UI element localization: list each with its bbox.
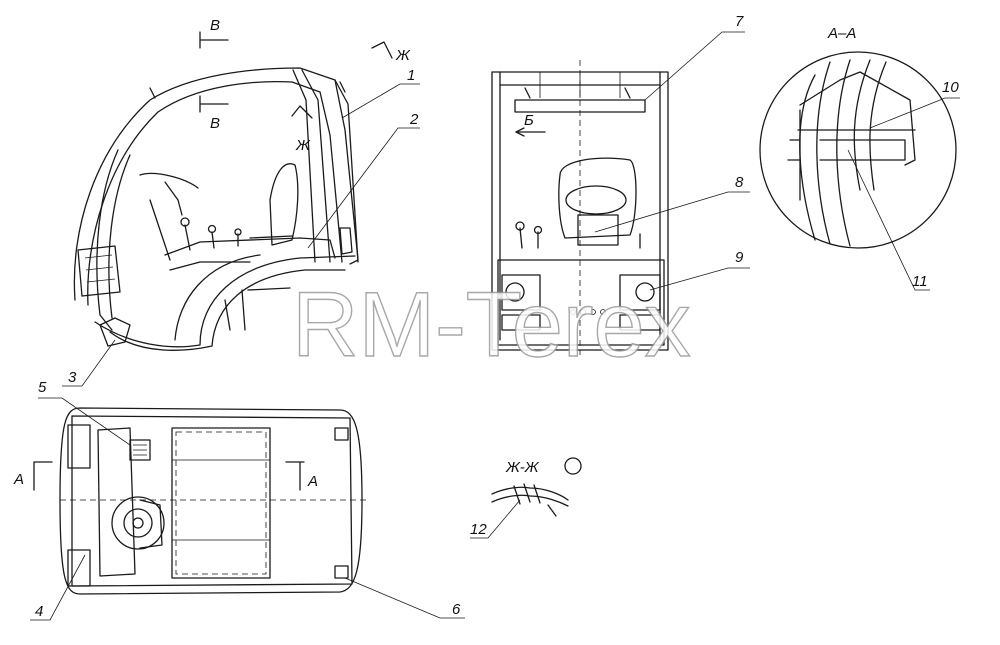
callout-4: 4: [35, 603, 43, 620]
section-mark-zh-left: Ж: [295, 137, 311, 154]
section-mark-a-right: A: [307, 473, 318, 490]
callout-9: 9: [735, 249, 744, 266]
cab-isometric-view: [73, 31, 393, 351]
callout-labels: 1 2 3 4 5 6 7 8 9 10 11 12: [35, 13, 959, 620]
callout-1: 1: [407, 67, 415, 84]
cab-top-view: [33, 407, 370, 595]
leader-lines: [30, 31, 960, 621]
callout-2: 2: [409, 111, 419, 128]
section-title-zhzh: Ж-Ж: [505, 459, 540, 476]
callout-6: 6: [452, 601, 461, 618]
section-mark-a-left: A: [13, 471, 24, 488]
section-mark-b: Б: [524, 112, 534, 129]
callout-5: 5: [38, 379, 47, 396]
callout-11: 11: [912, 273, 928, 290]
callout-8: 8: [735, 174, 744, 191]
cab-rear-view: [491, 60, 669, 355]
section-mark-v-top: В: [210, 17, 220, 34]
callout-7: 7: [735, 13, 744, 30]
section-title-aa: А–А: [827, 25, 856, 42]
section-mark-v-bottom: В: [210, 115, 220, 132]
section-marks: В В Ж Ж Б A A А–А Ж-Ж: [13, 17, 856, 490]
callout-10: 10: [942, 79, 959, 96]
callout-12: 12: [470, 521, 487, 538]
section-aa-view: [759, 51, 957, 249]
watermark-text: RM-Terex: [292, 274, 691, 376]
callout-3: 3: [68, 369, 77, 386]
section-mark-zh-right: Ж: [395, 47, 411, 64]
